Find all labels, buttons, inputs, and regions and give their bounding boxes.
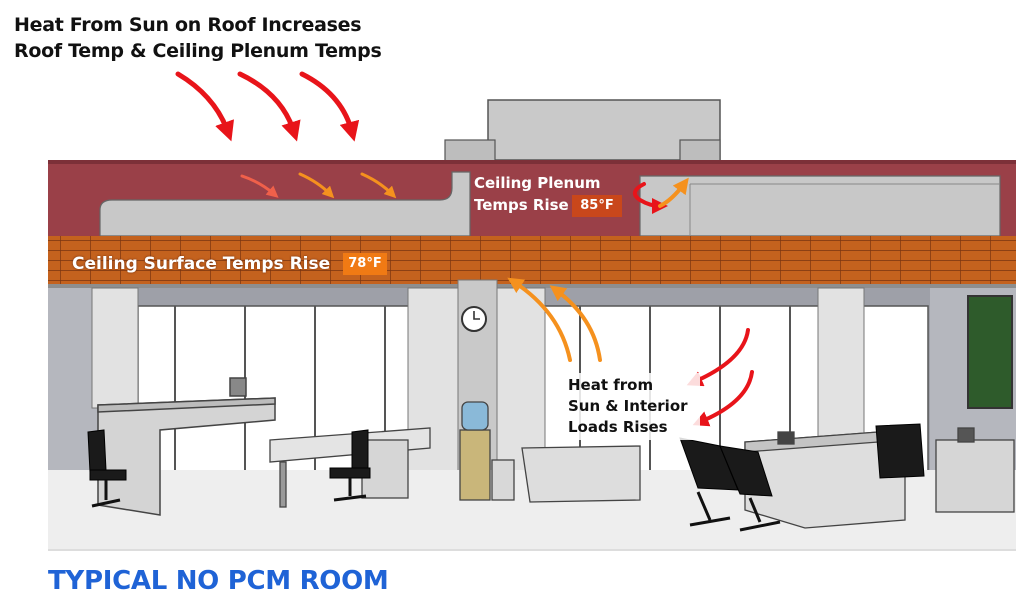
- interior-rising-arrows: [507, 277, 602, 362]
- ceiling-grid: [48, 236, 1016, 288]
- interior-label-line-1: Heat from: [568, 376, 654, 394]
- interior-label-line-3: Loads Rises: [568, 418, 668, 436]
- roof-heat-arrows: [175, 71, 360, 142]
- ceiling-plenum: [48, 160, 1016, 237]
- rooftop-unit: [444, 99, 721, 163]
- office-desk: [744, 427, 1015, 529]
- headline-line-2: Roof Temp & Ceiling Plenum Temps: [14, 40, 382, 62]
- ceiling-surface-temp-badge: 78°F: [343, 253, 387, 275]
- sun-heat-arrows: [686, 328, 754, 427]
- plenum-label-line-1: Ceiling Plenum: [474, 174, 601, 192]
- ceiling-surface-label: Ceiling Surface Temps Rise: [72, 254, 331, 274]
- office-chairs: [87, 423, 925, 532]
- plenum-label-line-2: Temps Rise: [474, 196, 569, 214]
- clock-icon: [461, 306, 487, 332]
- headline: Heat From Sun on Roof Increases Roof Tem…: [14, 12, 394, 64]
- plenum-heat-arrows: [240, 172, 397, 199]
- green-board: [967, 295, 1013, 409]
- headline-line-1: Heat From Sun on Roof Increases: [14, 14, 362, 36]
- footer-title: TYPICAL NO PCM ROOM: [48, 566, 389, 596]
- interior-heat-label: Heat from Sun & Interior Loads Rises: [566, 373, 700, 440]
- plenum-label: Ceiling Plenum Temps Rise: [474, 172, 601, 216]
- plenum-temp-badge: 85°F: [572, 195, 622, 217]
- water-cooler: [459, 401, 515, 501]
- plenum-circulation-arrows: [632, 177, 689, 214]
- workstation-desk: [269, 427, 641, 508]
- interior-label-line-2: Sun & Interior: [568, 397, 688, 415]
